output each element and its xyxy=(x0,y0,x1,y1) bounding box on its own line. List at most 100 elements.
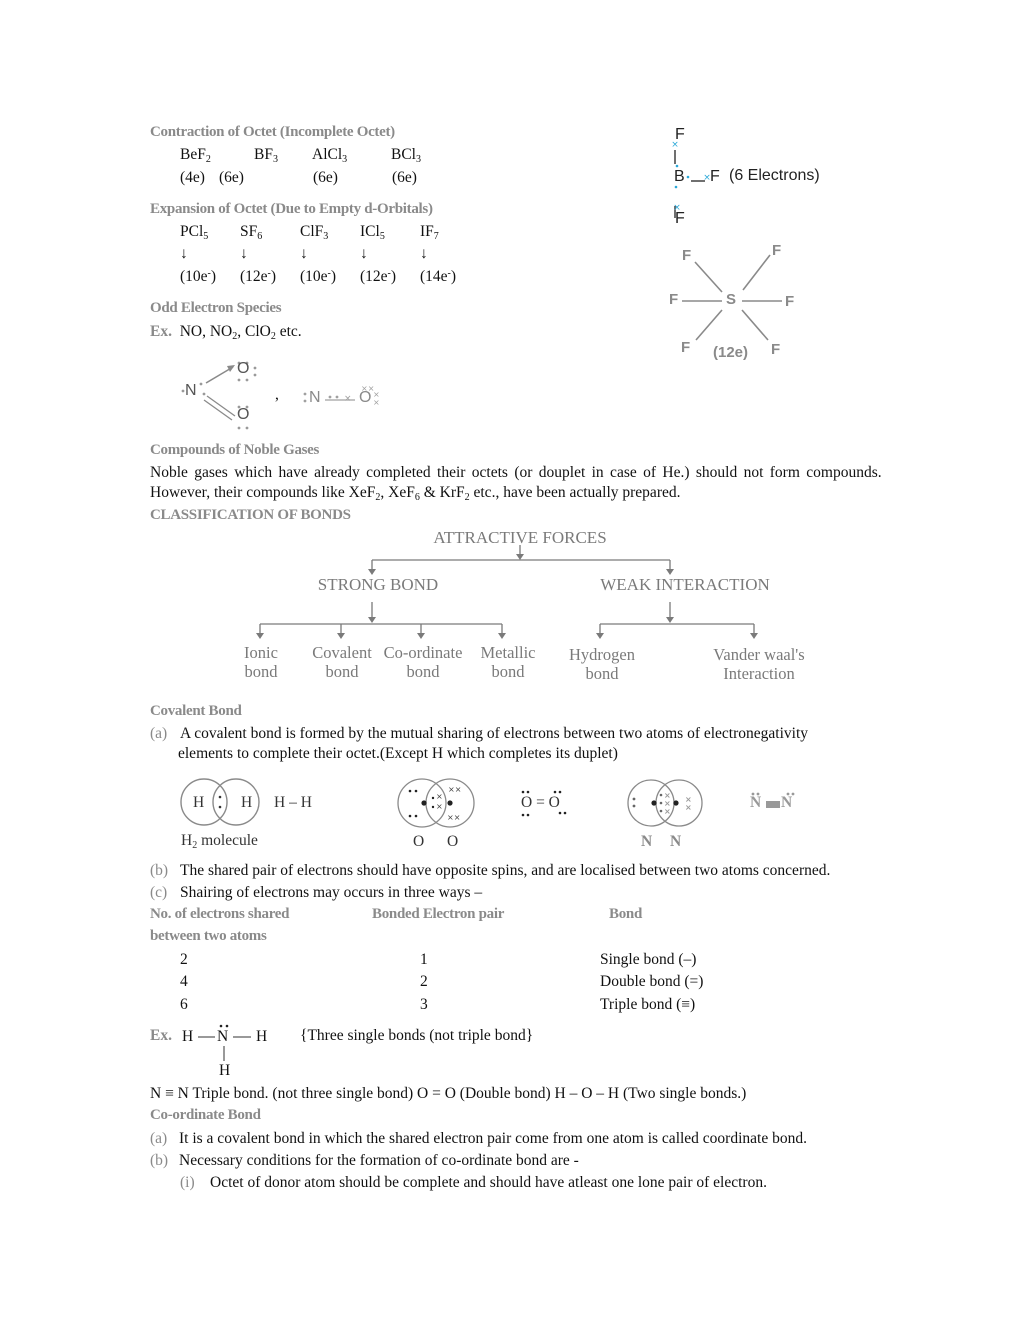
covalent-a-line1: A covalent bond is formed by the mutual … xyxy=(180,725,809,742)
electron-count: (6e) xyxy=(313,169,338,186)
table-cell: 3 xyxy=(420,996,428,1013)
atom-f-top: F xyxy=(675,126,685,143)
nh3-note: {Three single bonds (not triple bond} xyxy=(300,1027,534,1044)
compound-formula: BCl3 xyxy=(391,146,421,165)
covalent-bond-heading: Covalent Bond xyxy=(150,703,242,719)
electron-count: (4e) xyxy=(180,169,205,186)
svg-text:×: × xyxy=(436,792,443,801)
coordinate-bond-heading: Co-ordinate Bond xyxy=(150,1107,261,1123)
covalent-b-text: The shared pair of electrons should have… xyxy=(180,862,831,879)
tree-connectors-icon xyxy=(256,545,758,639)
atom-h: H xyxy=(219,1062,231,1079)
bf3-note: (6 Electrons) xyxy=(729,167,820,184)
atom-o: O xyxy=(413,833,425,850)
down-arrow-icon: ↓ xyxy=(420,245,428,262)
o2-formula: O = O xyxy=(521,794,560,811)
svg-text:×: × xyxy=(673,203,681,213)
atom-f: F xyxy=(771,341,781,358)
svg-text:×: × xyxy=(436,802,443,811)
atom-o: O xyxy=(359,389,372,406)
example-label: Ex. xyxy=(150,1027,172,1044)
atom-h: H xyxy=(193,794,205,811)
atom-f: F xyxy=(772,242,782,259)
svg-text:×: × xyxy=(664,799,671,808)
svg-text:×: × xyxy=(703,173,711,183)
h2-formula: H – H xyxy=(274,794,312,811)
h2-caption: H2 molecule xyxy=(181,832,258,851)
table-header: Bond xyxy=(609,906,642,922)
tree-root-attractive-forces: ATTRACTIVE FORCES xyxy=(433,528,607,547)
atom-h: H xyxy=(241,794,253,811)
atom-n: N xyxy=(670,833,682,850)
svg-text:××: ×× xyxy=(447,813,460,822)
compound-formula: SF6 xyxy=(240,223,263,242)
noble-gases-paragraph-line2: However, their compounds like XeF2, XeF6… xyxy=(150,484,681,503)
item-label-i: (i) xyxy=(180,1174,195,1191)
table-cell: 1 xyxy=(420,951,428,968)
h2-orbital-overlap-icon xyxy=(180,778,260,826)
table-header-continued: between two atoms xyxy=(150,928,267,944)
electron-count: (12e-) xyxy=(360,268,397,285)
down-arrow-icon: ↓ xyxy=(360,245,368,262)
no2-bonds-icon xyxy=(181,361,257,430)
svg-text:×: × xyxy=(664,807,671,816)
down-arrow-icon: ↓ xyxy=(240,245,248,262)
svg-text:×: × xyxy=(664,791,671,800)
bf3-bonds-icon: × × × xyxy=(671,140,711,218)
item-label-c: (c) xyxy=(150,884,168,901)
electron-count: (10e-) xyxy=(180,268,217,285)
table-header: Bonded Electron pair xyxy=(372,906,505,922)
expansion-heading: Expansion of Octet (Due to Empty d-Orbit… xyxy=(150,201,433,217)
electron-count: (10e-) xyxy=(300,268,337,285)
table-cell: 2 xyxy=(420,973,428,990)
table-cell: Triple bond (≡) xyxy=(600,996,696,1013)
atom-f: F xyxy=(785,293,795,310)
svg-text:××: ×× xyxy=(448,785,461,794)
covalent-c-text: Shairing of electrons may occurs in thre… xyxy=(180,884,483,901)
tree-node-strong-bond: STRONG BOND xyxy=(317,575,439,594)
atom-s: S xyxy=(726,291,737,308)
compound-formula: BF3 xyxy=(254,146,278,165)
svg-text:××: ×× xyxy=(361,384,374,393)
atom-h: H xyxy=(182,1028,194,1045)
down-arrow-icon: ↓ xyxy=(300,245,308,262)
item-label-a: (a) xyxy=(150,725,168,742)
atom-n: N xyxy=(309,389,321,406)
atom-n: N xyxy=(185,382,197,399)
noble-gases-heading: Compounds of Noble Gases xyxy=(150,442,320,458)
svg-text:×: × xyxy=(373,390,380,399)
noble-gases-paragraph-line1: Noble gases which have already completed… xyxy=(150,464,882,481)
compound-formula: ICl5 xyxy=(360,223,385,242)
table-header: No. of electrons shared xyxy=(150,906,290,922)
table-cell: Single bond (–) xyxy=(600,951,697,968)
compound-formula: BeF2 xyxy=(180,146,211,165)
atom-f-bottom: F xyxy=(675,210,685,227)
atom-b: B xyxy=(674,168,685,185)
contraction-heading: Contraction of Octet (Incomplete Octet) xyxy=(150,124,395,140)
compound-formula: PCl5 xyxy=(180,223,209,242)
svg-text:×: × xyxy=(344,394,352,404)
example-label: Ex. xyxy=(150,323,172,340)
electron-count: (6e) xyxy=(219,169,244,186)
atom-o: O xyxy=(237,360,250,377)
atom-f-right: F xyxy=(710,168,720,185)
n2-orbital-overlap-icon: ××× ×× xyxy=(627,779,703,827)
item-label-a: (a) xyxy=(150,1130,168,1147)
svg-text:×: × xyxy=(685,795,692,804)
atom-o: O xyxy=(237,406,250,423)
nh3-bonds-icon xyxy=(198,1024,251,1061)
covalent-a-line2: elements to complete their octet.(Except… xyxy=(178,745,618,762)
electron-count: (14e-) xyxy=(420,268,457,285)
o2-orbital-overlap-icon: ×× ×××× xyxy=(397,778,475,828)
bond-summary-line: N ≡ N Triple bond. (not three single bon… xyxy=(150,1085,747,1102)
atom-n: N xyxy=(641,833,653,850)
coordinate-a-text: It is a covalent bond in which the share… xyxy=(179,1130,807,1147)
item-label-b: (b) xyxy=(150,1152,169,1169)
electron-count: (12e-) xyxy=(240,268,277,285)
compound-formula: ClF3 xyxy=(300,223,329,242)
tree-node-weak-interaction: WEAK INTERACTION xyxy=(600,575,770,594)
atom-n: N xyxy=(781,794,793,811)
